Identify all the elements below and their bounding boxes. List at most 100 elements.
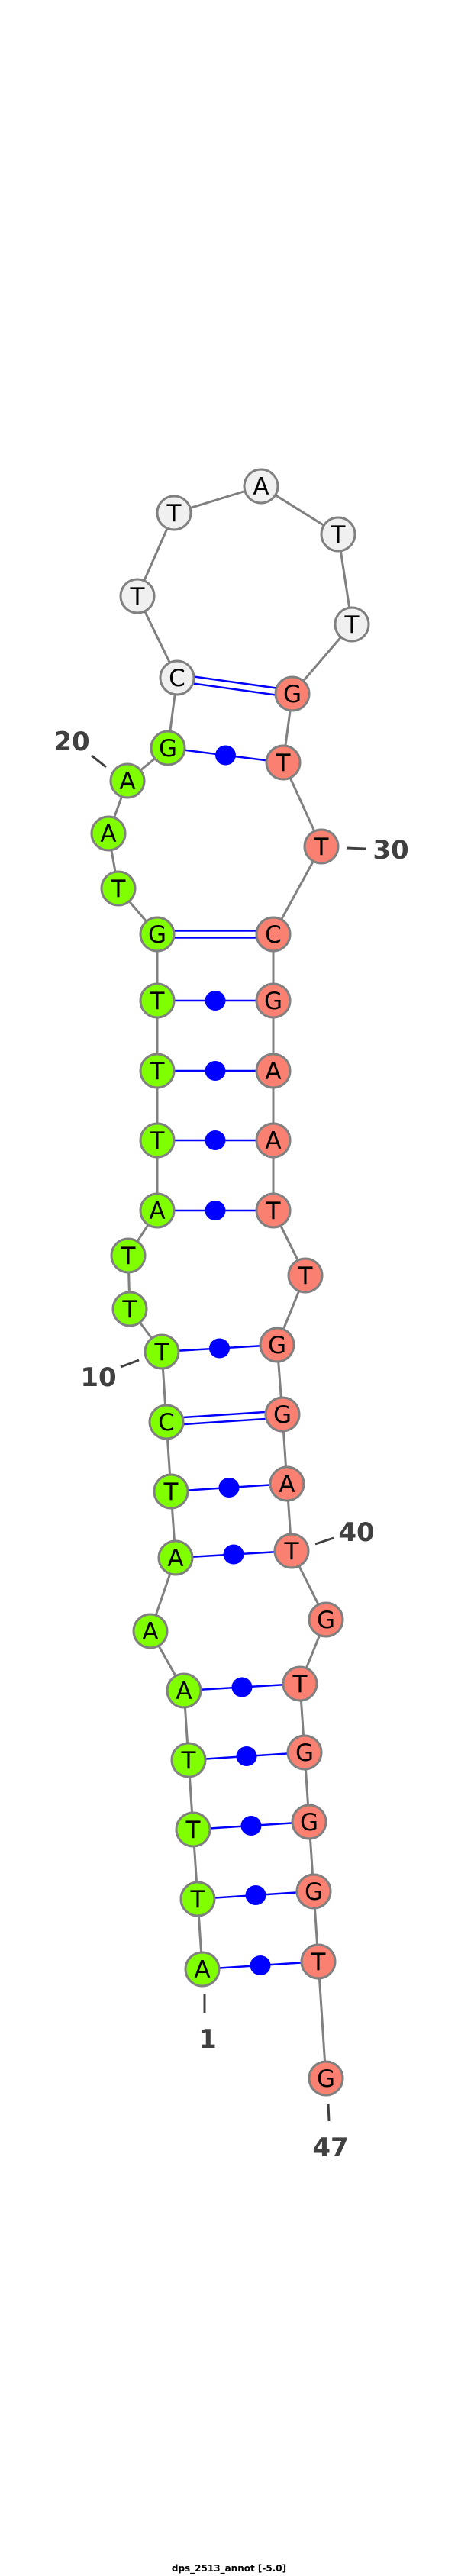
nucleotide-letter: G bbox=[273, 1401, 292, 1429]
nucleotide-letter: T bbox=[121, 1243, 137, 1270]
nucleotide-letter: A bbox=[279, 1471, 295, 1498]
nucleotide-letter: T bbox=[163, 1478, 179, 1506]
nucleotide-letter: T bbox=[344, 611, 360, 639]
base-pair-dot bbox=[231, 1677, 253, 1697]
nucleotide-letter: T bbox=[311, 1949, 327, 1976]
nucleotide-4 bbox=[170, 1742, 207, 1778]
backbone-link bbox=[317, 1961, 327, 2079]
nucleotide-letter: G bbox=[295, 1739, 314, 1767]
nucleotide-18 bbox=[100, 870, 137, 907]
base-pair-dot bbox=[205, 1061, 226, 1081]
nucleotide-16 bbox=[139, 982, 176, 1019]
nucleotide-42 bbox=[282, 1665, 318, 1702]
position-label-1: 1 bbox=[198, 2024, 217, 2055]
nucleotide-letter: A bbox=[265, 1058, 281, 1085]
gc-pair-bond bbox=[166, 1410, 282, 1420]
diagram-title: dps_2513_annot [-5.0] bbox=[171, 2563, 287, 2574]
nucleotide-23 bbox=[119, 578, 156, 614]
nucleotide-letter: T bbox=[276, 750, 292, 777]
nucleotide-letter: T bbox=[111, 875, 127, 903]
position-tick bbox=[346, 846, 366, 850]
base-pair-dot bbox=[205, 991, 226, 1011]
nucleotide-letter: A bbox=[167, 1545, 183, 1572]
gc-pair-bond bbox=[177, 673, 293, 692]
base-pair-dot bbox=[215, 745, 236, 766]
nucleotide-3 bbox=[175, 1811, 211, 1848]
nucleotide-letter: G bbox=[264, 988, 282, 1015]
nucleotide-letter: A bbox=[265, 1127, 281, 1155]
nucleotide-9 bbox=[148, 1404, 185, 1440]
nucleotide-letter: T bbox=[331, 521, 347, 549]
nucleotide-letter: A bbox=[142, 1618, 158, 1646]
nucleotide-letter: T bbox=[154, 1339, 170, 1366]
nucleotide-37 bbox=[259, 1327, 295, 1363]
nucleotide-10 bbox=[144, 1333, 180, 1370]
nucleotide-letter: T bbox=[314, 833, 330, 861]
position-tick bbox=[120, 1359, 140, 1369]
nucleotide-11 bbox=[111, 1291, 148, 1327]
nucleotide-8 bbox=[153, 1473, 189, 1510]
nucleotide-39 bbox=[269, 1465, 305, 1502]
nucleotide-24 bbox=[156, 495, 192, 531]
nucleotide-letter: C bbox=[169, 665, 185, 692]
nucleotide-letter: G bbox=[300, 1809, 318, 1836]
nucleotide-21 bbox=[150, 730, 186, 766]
base-pair-dot bbox=[205, 1130, 226, 1150]
nucleotide-letter: T bbox=[181, 1747, 197, 1775]
nucleotide-letter: G bbox=[148, 921, 166, 949]
base-pair-dot bbox=[250, 1955, 271, 1975]
nucleotide-letter: A bbox=[253, 473, 269, 501]
base-pair-dot bbox=[205, 1201, 226, 1220]
nucleotide-30 bbox=[303, 828, 340, 865]
nucleotide-47 bbox=[308, 2060, 344, 2097]
nucleotide-letter: C bbox=[158, 1409, 175, 1436]
nucleotide-letter: A bbox=[149, 1198, 165, 1225]
nucleotide-33 bbox=[255, 1053, 292, 1089]
nucleotide-letter: G bbox=[268, 1332, 286, 1359]
nucleotide-letter: C bbox=[265, 921, 282, 949]
base-pair-dot bbox=[240, 1816, 262, 1836]
nucleotide-letter: T bbox=[150, 988, 166, 1015]
nucleotide-letter: T bbox=[284, 1538, 300, 1565]
gc-pair-bond bbox=[176, 680, 292, 698]
nucleotide-46 bbox=[300, 1943, 337, 1980]
nucleotide-letter: G bbox=[283, 681, 302, 708]
nucleotide-letter: A bbox=[119, 768, 135, 795]
nucleotide-26 bbox=[320, 516, 356, 553]
nucleotide-19 bbox=[90, 815, 127, 852]
nucleotide-27 bbox=[334, 606, 370, 643]
nucleotide-28 bbox=[274, 675, 311, 712]
nucleotide-31 bbox=[255, 916, 292, 953]
nucleotide-45 bbox=[295, 1873, 332, 1910]
position-label-20: 20 bbox=[53, 727, 89, 757]
gc-pair-bond bbox=[166, 1417, 283, 1427]
nucleotide-letter: A bbox=[194, 1956, 210, 1984]
nucleotide-letter: G bbox=[317, 2065, 335, 2093]
position-tick bbox=[91, 754, 107, 769]
nucleotide-13 bbox=[139, 1192, 176, 1229]
position-label-47: 47 bbox=[312, 2133, 348, 2163]
nucleotide-letter: T bbox=[150, 1058, 166, 1085]
nucleotide-34 bbox=[255, 1122, 292, 1159]
position-label-30: 30 bbox=[373, 835, 408, 866]
nucleotide-41 bbox=[308, 1601, 344, 1638]
nucleotide-17 bbox=[139, 916, 176, 953]
nucleotide-letter: T bbox=[166, 500, 182, 527]
nucleotide-letter: T bbox=[150, 1127, 166, 1155]
nucleotide-25 bbox=[243, 468, 279, 505]
position-label-40: 40 bbox=[338, 1517, 374, 1548]
nucleotide-letter: T bbox=[185, 1817, 202, 1844]
nucleotide-1 bbox=[184, 1951, 221, 1988]
position-tick bbox=[314, 1536, 334, 1546]
nucleotide-40 bbox=[273, 1533, 310, 1569]
nucleotide-32 bbox=[255, 982, 292, 1019]
nucleotide-29 bbox=[265, 744, 302, 781]
nucleotide-letter: T bbox=[190, 1886, 206, 1913]
nucleotide-14 bbox=[139, 1122, 176, 1159]
nucleotide-letter: T bbox=[130, 583, 146, 611]
nucleotide-5 bbox=[166, 1672, 202, 1709]
nucleotide-letter: T bbox=[266, 1198, 282, 1225]
nucleotide-44 bbox=[291, 1804, 327, 1840]
